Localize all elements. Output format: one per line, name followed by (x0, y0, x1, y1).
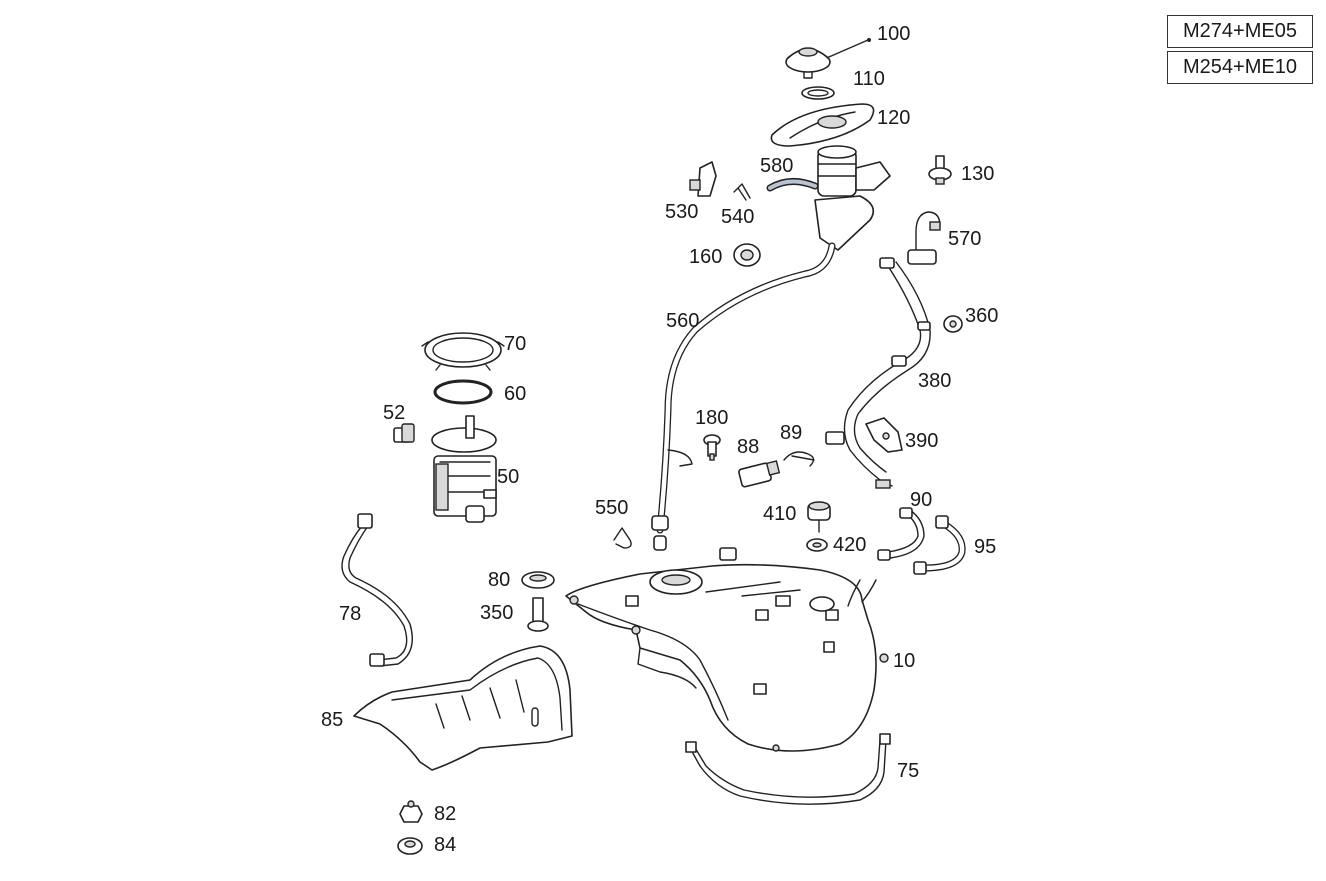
callout-10: 10 (893, 650, 915, 672)
part-350-bolt[interactable] (527, 597, 549, 632)
callout-88: 88 (737, 436, 759, 458)
part-90-fuel-line[interactable] (877, 507, 925, 561)
part-110-seal-ring[interactable] (801, 86, 835, 100)
callout-120: 120 (877, 107, 910, 129)
part-120-flap-plate[interactable] (770, 103, 875, 147)
part-78-line[interactable] (341, 513, 413, 667)
callout-380: 380 (918, 370, 951, 392)
variant-label-m274: M274+ME05 (1167, 15, 1313, 48)
callout-570: 570 (948, 228, 981, 250)
part-550-clip[interactable] (613, 527, 632, 549)
callout-360: 360 (965, 305, 998, 327)
part-180-valve[interactable] (703, 434, 721, 461)
callout-90: 90 (910, 489, 932, 511)
part-84-washer[interactable] (397, 837, 423, 855)
callout-550: 550 (595, 497, 628, 519)
callout-82: 82 (434, 803, 456, 825)
callout-75: 75 (897, 760, 919, 782)
part-540-clip[interactable] (733, 183, 751, 201)
variant-label-m254: M254+ME10 (1167, 51, 1313, 84)
callout-110: 110 (853, 68, 885, 90)
callout-60: 60 (504, 383, 526, 405)
part-160-grommet[interactable] (733, 243, 761, 267)
callout-52: 52 (383, 402, 405, 424)
part-82-nut[interactable] (399, 800, 423, 823)
part-75-tank-strap[interactable] (685, 733, 891, 805)
callout-160: 160 (689, 246, 722, 268)
callout-89: 89 (780, 422, 802, 444)
part-530-connector[interactable] (689, 161, 717, 197)
part-130-valve[interactable] (928, 155, 952, 185)
callout-78: 78 (339, 603, 361, 625)
part-420-gasket[interactable] (806, 538, 828, 552)
part-52-connector[interactable] (393, 423, 415, 443)
callout-50: 50 (497, 466, 519, 488)
part-580-filler-neck-hose[interactable] (766, 145, 891, 251)
callout-84: 84 (434, 834, 456, 856)
part-100-fuel-cap[interactable] (785, 38, 871, 79)
callout-130: 130 (961, 163, 994, 185)
part-80-grommet[interactable] (521, 571, 555, 589)
part-85-heat-shield[interactable] (353, 645, 573, 771)
callout-420: 420 (833, 534, 866, 556)
part-560-filler-pipe[interactable] (651, 242, 836, 551)
part-380-fuel-lines[interactable] (825, 257, 931, 489)
part-70-locking-ring[interactable] (421, 332, 505, 371)
callout-390: 390 (905, 430, 938, 452)
part-570-vent-line[interactable] (907, 211, 941, 265)
callout-95: 95 (974, 536, 996, 558)
callout-80: 80 (488, 569, 510, 591)
part-360-grommet[interactable] (943, 315, 963, 333)
part-88-sensor[interactable] (738, 460, 781, 488)
part-50-fuel-pump-module[interactable] (431, 415, 497, 523)
callout-70: 70 (504, 333, 526, 355)
callout-180: 180 (695, 407, 728, 429)
callout-540: 540 (721, 206, 754, 228)
callout-410: 410 (763, 503, 796, 525)
callout-350: 350 (480, 602, 513, 624)
callout-100: 100 (877, 23, 910, 45)
callout-530: 530 (665, 201, 698, 223)
part-390-bracket[interactable] (865, 417, 903, 453)
callout-580: 580 (760, 155, 793, 177)
part-10-fuel-tank[interactable] (565, 547, 889, 752)
callout-560: 560 (666, 310, 699, 332)
part-89-clip[interactable] (783, 451, 815, 467)
part-60-seal[interactable] (433, 379, 493, 405)
part-95-fuel-line[interactable] (913, 515, 966, 575)
callout-85: 85 (321, 709, 343, 731)
part-410-vent-cap[interactable] (807, 501, 831, 533)
